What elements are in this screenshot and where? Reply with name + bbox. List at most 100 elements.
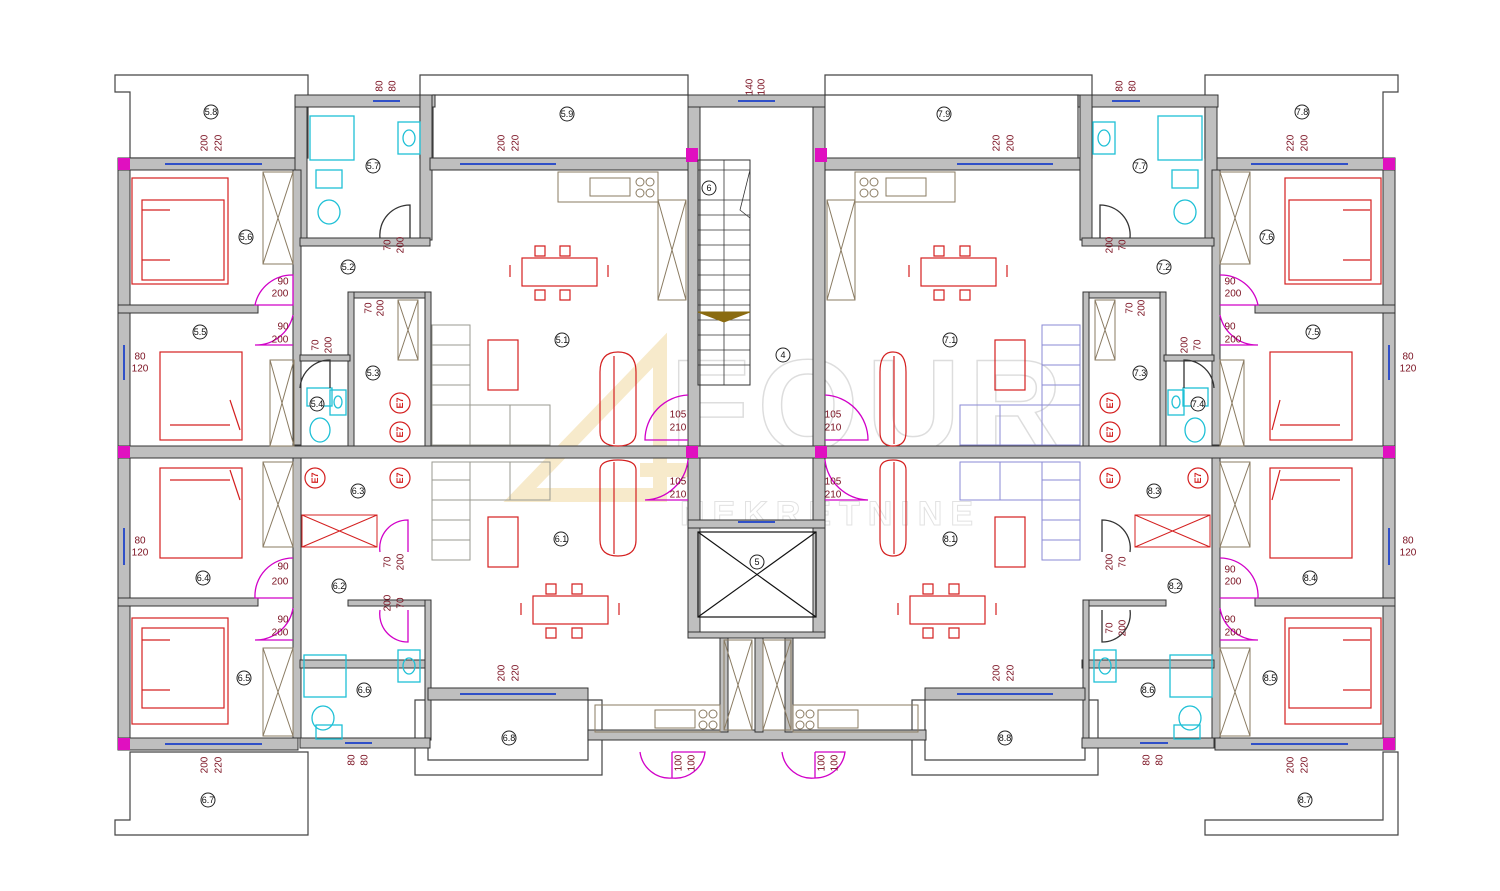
room-marker: 6.8	[501, 730, 517, 746]
room-marker: 6	[701, 180, 717, 196]
svg-text:200: 200	[200, 134, 211, 151]
svg-text:70: 70	[383, 556, 394, 568]
svg-text:90: 90	[1224, 615, 1236, 626]
svg-text:5.1: 5.1	[556, 335, 569, 345]
svg-text:220: 220	[1006, 664, 1017, 681]
svg-text:100: 100	[817, 754, 828, 771]
room-marker: 5.2	[340, 259, 356, 275]
svg-text:200: 200	[1118, 619, 1129, 636]
kitchen-counter-icon	[557, 171, 956, 733]
room-marker: 8.7	[1297, 792, 1313, 808]
svg-text:E7: E7	[395, 397, 405, 408]
svg-text:100: 100	[674, 754, 685, 771]
svg-text:80: 80	[134, 352, 146, 363]
svg-text:6.2: 6.2	[333, 581, 346, 591]
svg-text:70: 70	[1118, 556, 1129, 568]
svg-text:200: 200	[272, 335, 289, 346]
svg-text:210: 210	[670, 423, 687, 434]
svg-text:80: 80	[1128, 80, 1139, 92]
svg-text:7.8: 7.8	[1296, 107, 1309, 117]
svg-text:220: 220	[511, 664, 522, 681]
svg-text:140: 140	[745, 78, 756, 95]
svg-text:90: 90	[277, 615, 289, 626]
svg-text:6.8: 6.8	[503, 733, 516, 743]
svg-text:200: 200	[396, 553, 407, 570]
svg-text:6: 6	[706, 183, 711, 193]
svg-text:80: 80	[347, 754, 358, 766]
room-marker: 6.2	[331, 578, 347, 594]
svg-text:7.7: 7.7	[1134, 161, 1147, 171]
room-marker: 8.5	[1262, 670, 1278, 686]
room-marker: 7.8	[1294, 104, 1310, 120]
room-marker: 8.3	[1146, 483, 1162, 499]
svg-text:5.5: 5.5	[194, 327, 207, 337]
walls	[114, 74, 1399, 836]
svg-text:7.4: 7.4	[1192, 399, 1205, 409]
room-marker: 5.5	[192, 324, 208, 340]
svg-text:200: 200	[1105, 553, 1116, 570]
svg-text:5.9: 5.9	[561, 109, 574, 119]
dining-table-icon	[509, 245, 1008, 639]
svg-text:8.2: 8.2	[1169, 581, 1182, 591]
svg-text:200: 200	[1300, 134, 1311, 151]
svg-text:70: 70	[1125, 302, 1136, 314]
svg-text:100: 100	[757, 78, 768, 95]
room-marker: 7.9	[936, 106, 952, 122]
room-marker: 8.1	[942, 531, 958, 547]
room-marker: 7.1	[942, 332, 958, 348]
svg-text:70: 70	[383, 239, 394, 251]
svg-text:5.6: 5.6	[240, 232, 253, 242]
room-marker: 5.3	[365, 365, 381, 381]
svg-text:80: 80	[375, 80, 386, 92]
svg-text:120: 120	[132, 364, 149, 375]
svg-text:6.5: 6.5	[238, 673, 251, 683]
svg-text:90: 90	[277, 562, 289, 573]
sofa-icon	[431, 324, 1081, 568]
room-marker: 5.8	[203, 104, 219, 120]
room-marker: 8.4	[1302, 570, 1318, 586]
svg-text:8.7: 8.7	[1299, 795, 1312, 805]
svg-text:200: 200	[1105, 236, 1116, 253]
room-marker: 6.5	[236, 670, 252, 686]
svg-text:90: 90	[1224, 277, 1236, 288]
svg-text:100: 100	[830, 754, 841, 771]
svg-text:105: 105	[670, 477, 687, 488]
svg-text:70: 70	[311, 339, 322, 351]
svg-text:8.5: 8.5	[1264, 673, 1277, 683]
svg-text:E7: E7	[310, 472, 320, 483]
columns	[118, 148, 1395, 750]
svg-text:105: 105	[670, 410, 687, 421]
svg-text:7.6: 7.6	[1261, 232, 1274, 242]
room-marker: 6.7	[200, 792, 216, 808]
svg-text:70: 70	[396, 597, 407, 609]
svg-text:80: 80	[134, 536, 146, 547]
svg-text:200: 200	[992, 664, 1003, 681]
svg-text:E7: E7	[1193, 472, 1203, 483]
svg-text:200: 200	[200, 756, 211, 773]
svg-text:80: 80	[1155, 754, 1166, 766]
svg-text:200: 200	[1180, 336, 1191, 353]
svg-text:210: 210	[825, 490, 842, 501]
svg-text:80: 80	[1142, 754, 1153, 766]
room-marker: 6.6	[356, 682, 372, 698]
watermark: FOUR NEKRETNINE	[503, 331, 1063, 534]
svg-text:E7: E7	[395, 472, 405, 483]
svg-text:80: 80	[360, 754, 371, 766]
svg-text:200: 200	[272, 577, 289, 588]
svg-text:5.7: 5.7	[367, 161, 380, 171]
svg-text:80: 80	[388, 80, 399, 92]
svg-text:6.1: 6.1	[555, 534, 568, 544]
electrical-markers: E7 E7 E7 E7 E7 E7 E7 E7	[304, 392, 1209, 489]
svg-text:6.3: 6.3	[352, 486, 365, 496]
svg-text:200: 200	[1137, 299, 1148, 316]
room-marker: 7.6	[1259, 229, 1275, 245]
svg-text:200: 200	[272, 289, 289, 300]
svg-text:200: 200	[1225, 628, 1242, 639]
svg-text:200: 200	[383, 594, 394, 611]
svg-text:7.3: 7.3	[1134, 368, 1147, 378]
svg-text:4: 4	[780, 350, 785, 360]
svg-text:70: 70	[1193, 339, 1204, 351]
windows	[123, 100, 1390, 745]
svg-text:5.8: 5.8	[205, 107, 218, 117]
